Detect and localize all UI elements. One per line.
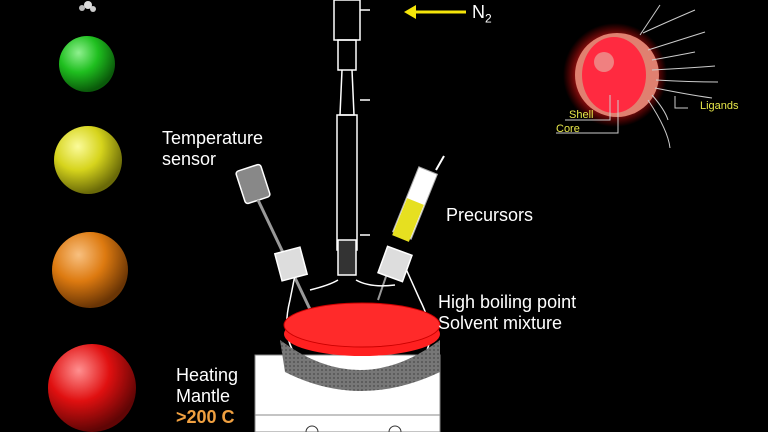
yellow-quantum-dot xyxy=(54,126,122,194)
green-quantum-dot xyxy=(59,36,115,92)
temperature-sensor-line1: Temperature xyxy=(162,128,264,148)
orange-quantum-dot xyxy=(52,232,128,308)
precursors-label: Precursors xyxy=(446,205,534,225)
nitrogen-arrow xyxy=(404,5,466,19)
red-quantum-dot xyxy=(48,344,136,432)
temperature-sensor-line2: sensor xyxy=(162,149,217,169)
heating-mantle xyxy=(254,302,441,432)
solvent-line1: High boiling point xyxy=(438,292,577,312)
temperature-value: >200 C xyxy=(176,407,235,427)
nitrogen-label: N2 xyxy=(472,2,492,30)
core-shell-nanoparticle xyxy=(556,4,719,149)
nitrogen-subscript: 2 xyxy=(485,11,492,26)
nitrogen-text: N xyxy=(472,2,485,22)
shell-label: Shell xyxy=(569,109,594,121)
small-cluster-icon xyxy=(79,1,96,12)
ligand-lines xyxy=(639,4,719,149)
heating-line1: Heating xyxy=(176,365,239,385)
core-label: Core xyxy=(556,123,580,135)
solvent-line2: Solvent mixture xyxy=(438,313,563,333)
heating-line2: Mantle xyxy=(176,386,231,406)
ligands-label: Ligands xyxy=(700,100,739,112)
condenser xyxy=(333,0,370,276)
